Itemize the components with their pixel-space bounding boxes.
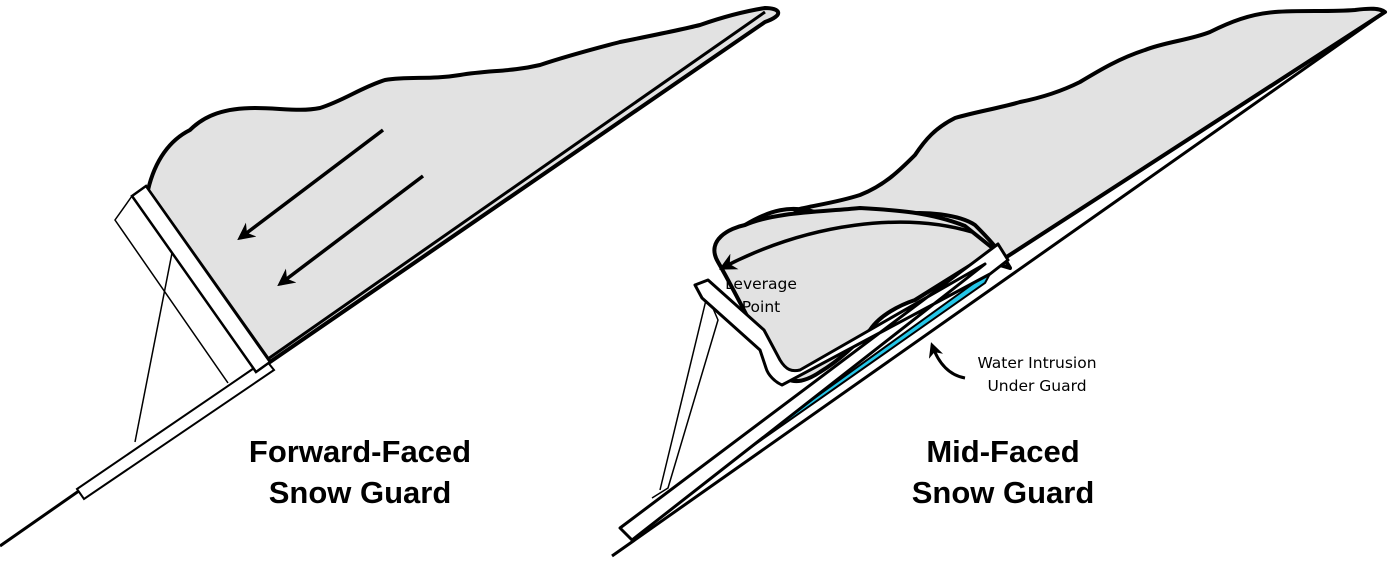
guard-bracket-left: [114, 195, 229, 384]
guard-base-plate-left: [75, 358, 276, 501]
snow-mass-left: [146, 6, 781, 364]
slide-arrow-1: [237, 128, 385, 241]
forward-faced-diagram: Forward-Faced Snow Guard: [0, 6, 781, 548]
water-label-line2: Under Guard: [987, 377, 1086, 395]
guard-bracket-right: [651, 305, 719, 499]
guard-brace-left: [134, 252, 173, 443]
water-label-line1: Water Intrusion: [977, 354, 1096, 372]
guard-profile-right: [618, 242, 1010, 542]
caption-left-line1: Forward-Faced: [249, 434, 471, 469]
guard-brace-right: [659, 299, 707, 491]
leverage-arrow: [718, 220, 973, 270]
water-intrusion-arrow: [928, 342, 966, 380]
caption-right-line2: Snow Guard: [912, 475, 1095, 510]
caption-left-line2: Snow Guard: [269, 475, 452, 510]
roof-line-right: [611, 10, 1386, 558]
slide-arrow-2: [277, 174, 425, 287]
leverage-label-line2: Point: [742, 298, 781, 316]
caption-right-line1: Mid-Faced: [926, 434, 1079, 469]
mid-faced-diagram: Leverage Point Water Intrusion Under Gua…: [611, 6, 1387, 558]
leverage-label-line1: Leverage: [725, 275, 797, 293]
guard-face-plate-left: [130, 184, 272, 374]
